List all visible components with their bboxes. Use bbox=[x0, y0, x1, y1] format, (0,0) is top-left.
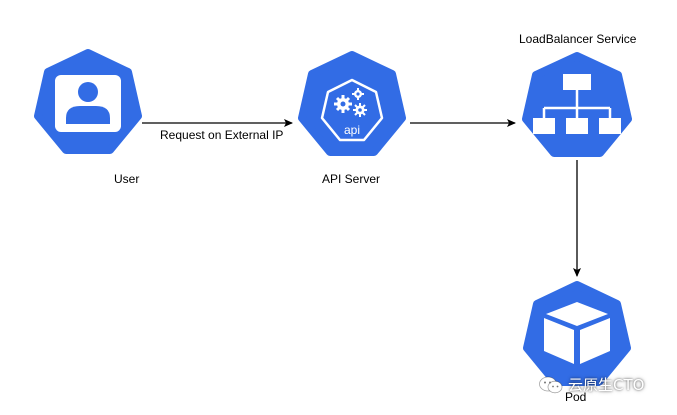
user-node bbox=[34, 49, 142, 154]
pod-node bbox=[523, 281, 631, 386]
watermark: 云原生CTO bbox=[538, 374, 644, 395]
gear-icon bbox=[334, 95, 352, 113]
loadbalancer-node bbox=[522, 52, 632, 157]
wechat-icon bbox=[539, 376, 563, 393]
watermark-text: 云原生CTO bbox=[568, 376, 645, 394]
pod-icon bbox=[544, 302, 610, 364]
pod-heptagon bbox=[523, 281, 631, 386]
loadbalancer-label: LoadBalancer Service bbox=[519, 32, 637, 46]
api-server-label: API Server bbox=[322, 172, 381, 186]
gear-small-icon bbox=[352, 88, 364, 100]
api-icon-text: api bbox=[344, 123, 360, 137]
pod-label: Pod bbox=[565, 390, 587, 404]
service-icon bbox=[533, 74, 621, 134]
gear-small-icon-2 bbox=[353, 103, 367, 117]
user-label: User bbox=[114, 172, 140, 186]
user-icon bbox=[55, 75, 121, 132]
edge-label-user-to-api: Request on External IP bbox=[160, 128, 284, 142]
api-server-icon: api bbox=[320, 78, 384, 142]
api-server-node: api bbox=[298, 51, 406, 156]
